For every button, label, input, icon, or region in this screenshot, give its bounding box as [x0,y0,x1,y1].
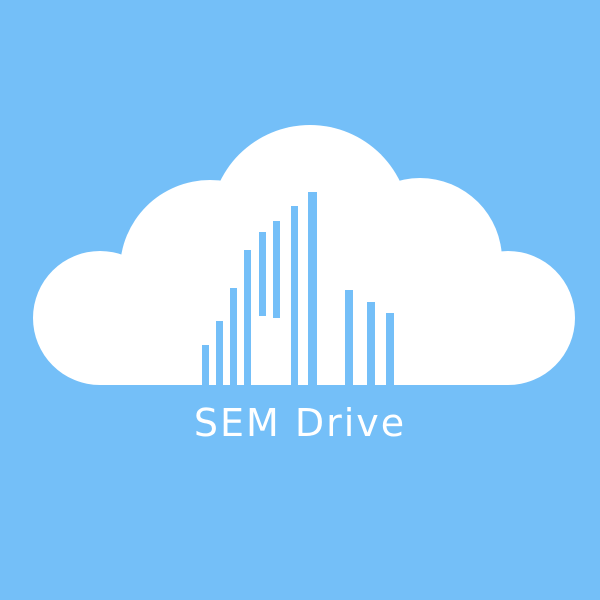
skyline-bar [273,221,280,318]
brand-name: SEM Drive [193,401,407,445]
skyline-bar [230,288,237,385]
skyline-bar [308,192,317,385]
skyline-bar [202,345,209,385]
skyline-bar [367,302,375,385]
skyline-bar [244,250,251,385]
skyline-bar [216,321,223,385]
skyline-bar [386,313,394,385]
skyline-bars [202,192,394,385]
skyline-bar [291,206,298,385]
skyline-bar [259,232,266,316]
skyline-bar [345,290,353,385]
cloud-shape [33,125,575,385]
